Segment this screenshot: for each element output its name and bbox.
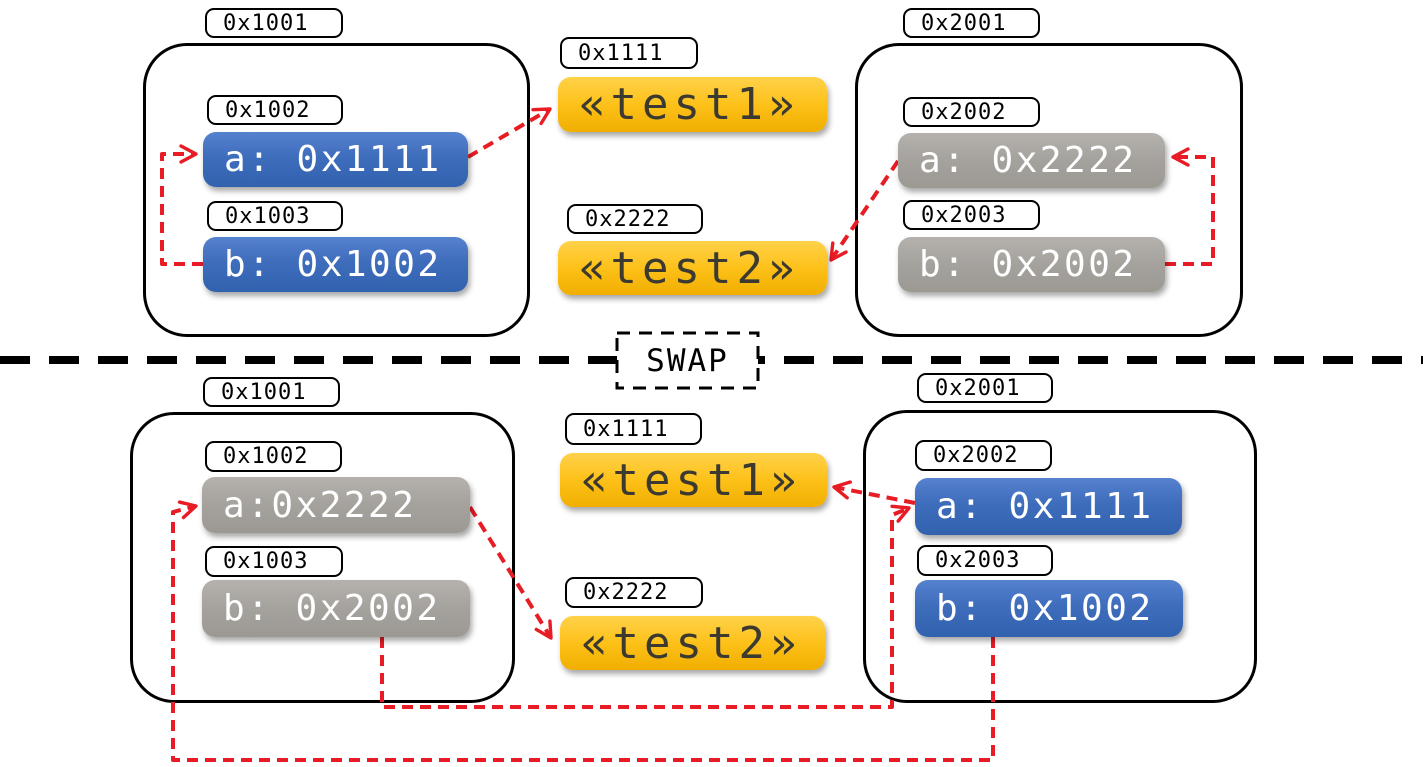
string-box-test1-bottom: «test1» <box>560 453 827 507</box>
string-box-test1-top: «test1» <box>558 77 827 132</box>
var-slot-a-top-left: a: 0x1111 <box>203 132 468 187</box>
address-tag-string2-bottom: 0x2222 <box>565 577 703 608</box>
var-slot-b-bottom-right: b: 0x1002 <box>915 580 1183 637</box>
var-slot-a-bottom-left: a:0x2222 <box>202 477 470 533</box>
var-slot-b-top-left: b: 0x1002 <box>203 237 468 292</box>
address-tag-slot-b-top-right: 0x2003 <box>903 200 1040 230</box>
address-tag-string1-bottom: 0x1111 <box>565 413 702 445</box>
address-tag-slot-b-top-left: 0x1003 <box>207 201 343 231</box>
swap-label: SWAP <box>646 342 729 379</box>
address-tag-string2-top: 0x2222 <box>567 204 703 234</box>
address-tag-string1-top: 0x1111 <box>560 37 698 69</box>
object-frame-top-right <box>855 43 1243 337</box>
var-slot-b-top-right: b: 0x2002 <box>898 237 1165 292</box>
address-tag-object-bottom-right: 0x2001 <box>917 373 1053 403</box>
address-tag-slot-a-bottom-right: 0x2002 <box>915 440 1052 471</box>
address-tag-slot-b-bottom-left: 0x1003 <box>205 546 343 577</box>
address-tag-slot-b-bottom-right: 0x2003 <box>917 545 1053 576</box>
string-box-test2-top: «test2» <box>558 241 827 295</box>
var-slot-b-bottom-left: b: 0x2002 <box>202 580 470 637</box>
var-slot-a-top-right: a: 0x2222 <box>898 133 1165 188</box>
address-tag-object-bottom-left: 0x1001 <box>203 377 340 407</box>
object-frame-top-left <box>143 43 530 337</box>
address-tag-slot-a-top-right: 0x2002 <box>903 97 1040 127</box>
var-slot-a-bottom-right: a: 0x1111 <box>915 478 1182 535</box>
string-box-test2-bottom: «test2» <box>560 616 825 670</box>
address-tag-object-top-left: 0x1001 <box>205 8 343 38</box>
address-tag-object-top-right: 0x2001 <box>903 8 1040 38</box>
address-tag-slot-a-top-left: 0x1002 <box>207 95 343 125</box>
address-tag-slot-a-bottom-left: 0x1002 <box>205 441 342 472</box>
